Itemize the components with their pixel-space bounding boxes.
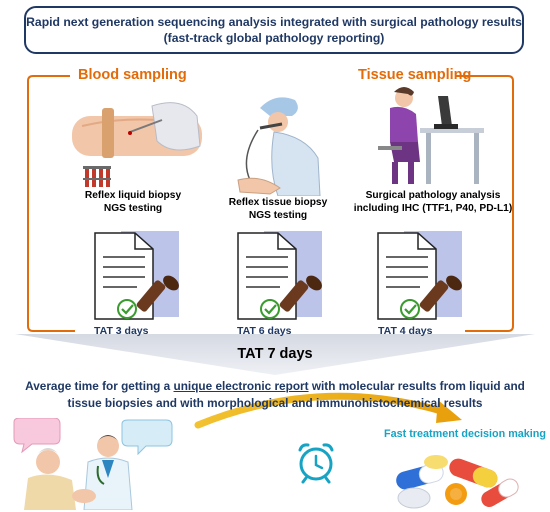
tat-tissue: TAT 6 days: [237, 325, 292, 337]
fast-treatment-label: Fast treatment decision making: [384, 428, 546, 440]
step-caption-liquid-line2: NGS testing: [103, 203, 163, 214]
total-tat: TAT 7 days: [237, 346, 313, 362]
orange-bracket-left: [27, 75, 75, 332]
summary-line-2: tissue biopsies and with morphological a…: [67, 396, 483, 410]
step-caption-tissue-line1: Reflex tissue biopsy: [228, 197, 328, 208]
curved-arrow: [194, 392, 449, 429]
microscope-pathologist-icon: [378, 87, 484, 184]
funnel-arrow: [15, 334, 535, 375]
step-caption-tissue-line2: NGS testing: [248, 210, 308, 221]
summary-emphasis: unique electronic report: [173, 379, 309, 393]
step-caption-liquid: Reflex liquid biopsy NGS testing: [62, 189, 204, 215]
tissue-sampling-heading: Tissue sampling: [358, 67, 472, 83]
step-caption-surgical: Surgical pathology analysis including IH…: [348, 189, 518, 215]
check-stamp-icon: [264, 304, 277, 315]
curved-arrow-head: [436, 400, 462, 423]
check-stamp-icon: [404, 304, 417, 315]
step-caption-tissue: Reflex tissue biopsy NGS testing: [210, 196, 346, 222]
summary-prefix: Average time for getting a: [25, 379, 174, 393]
title-box: Rapid next generation sequencing analysi…: [24, 6, 524, 54]
blood-draw-icon: [72, 102, 202, 158]
report-document-icon: [94, 231, 179, 320]
orange-bracket-right: [455, 75, 514, 332]
title-line-1: Rapid next generation sequencing analysi…: [26, 15, 522, 29]
tat-surgical: TAT 4 days: [378, 325, 433, 337]
doctor-patient-icon: [13, 418, 173, 510]
pills-icon: [396, 455, 519, 509]
blood-sampling-heading: Blood sampling: [78, 67, 187, 83]
tat-liquid: TAT 3 days: [94, 325, 149, 337]
step-caption-surgical-line1: Surgical pathology analysis: [365, 190, 501, 201]
test-tubes-icon: [83, 166, 111, 187]
alarm-clock-icon: [298, 443, 334, 484]
report-document-icon: [377, 231, 462, 320]
summary-suffix: with molecular results from liquid and: [308, 379, 525, 393]
summary-line-1: Average time for getting a unique electr…: [10, 378, 540, 395]
step-caption-surgical-line2: including IHC (TTF1, P40, PD-L1): [353, 203, 513, 214]
tissue-biopsy-icon: [237, 97, 321, 196]
title-line-2: (fast-track global pathology reporting): [163, 31, 385, 45]
step-caption-liquid-line1: Reflex liquid biopsy: [84, 190, 182, 201]
check-stamp-icon: [121, 304, 134, 315]
report-document-icon: [237, 231, 322, 320]
summary-text: Average time for getting a unique electr…: [10, 378, 540, 412]
